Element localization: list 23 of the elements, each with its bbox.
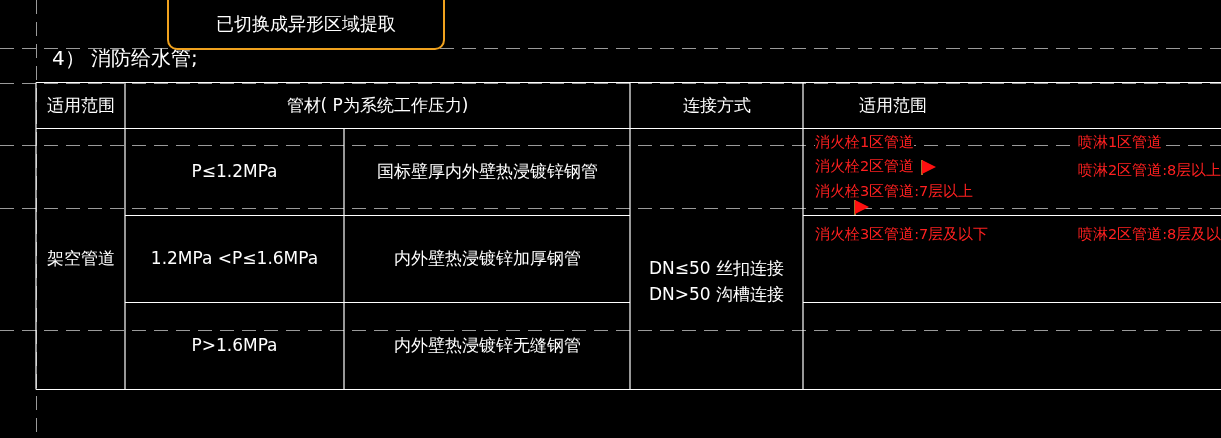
table-text: DN≤50 丝扣连接 [648, 257, 785, 279]
table-text: 管材( P为系统工作压力) [286, 94, 469, 116]
table-text: 1.2MPa <P≤1.6MPa [150, 248, 319, 269]
table-text: 内外壁热浸镀锌加厚钢管 [393, 248, 581, 269]
annotation-text: 消火栓3区管道:7层以上 [815, 183, 974, 199]
table-text: P≤1.2MPa [191, 161, 278, 182]
annotation-text: 喷淋2区管道:8层及以 [1078, 226, 1221, 242]
table-text: 适用范围 [46, 94, 115, 116]
table-text: 架空管道 [46, 248, 115, 269]
annotation-text: 消火栓2区管道 [815, 158, 915, 174]
table-text: 连接方式 [682, 94, 751, 116]
table-text: 内外壁热浸镀锌无缝钢管 [393, 335, 581, 356]
table-text: P>1.6MPa [191, 335, 278, 356]
annotation-text: 消火栓3区管道:7层及以下 [815, 226, 989, 242]
table-text: DN>50 沟槽连接 [648, 283, 785, 305]
annotation-text: 消火栓1区管道 [815, 134, 915, 150]
notification-toast [167, 0, 445, 50]
toast-message: 已切换成异形区域提取 [216, 12, 396, 36]
annotation-text: 喷淋1区管道 [1078, 134, 1163, 150]
section-heading: 4） 消防给水管; [52, 46, 198, 70]
table-text: 适用范围 [859, 94, 927, 116]
annotation-text: 喷淋2区管道:8层以上 [1078, 162, 1221, 178]
table-text: 国标壁厚内外壁热浸镀锌钢管 [376, 161, 598, 182]
